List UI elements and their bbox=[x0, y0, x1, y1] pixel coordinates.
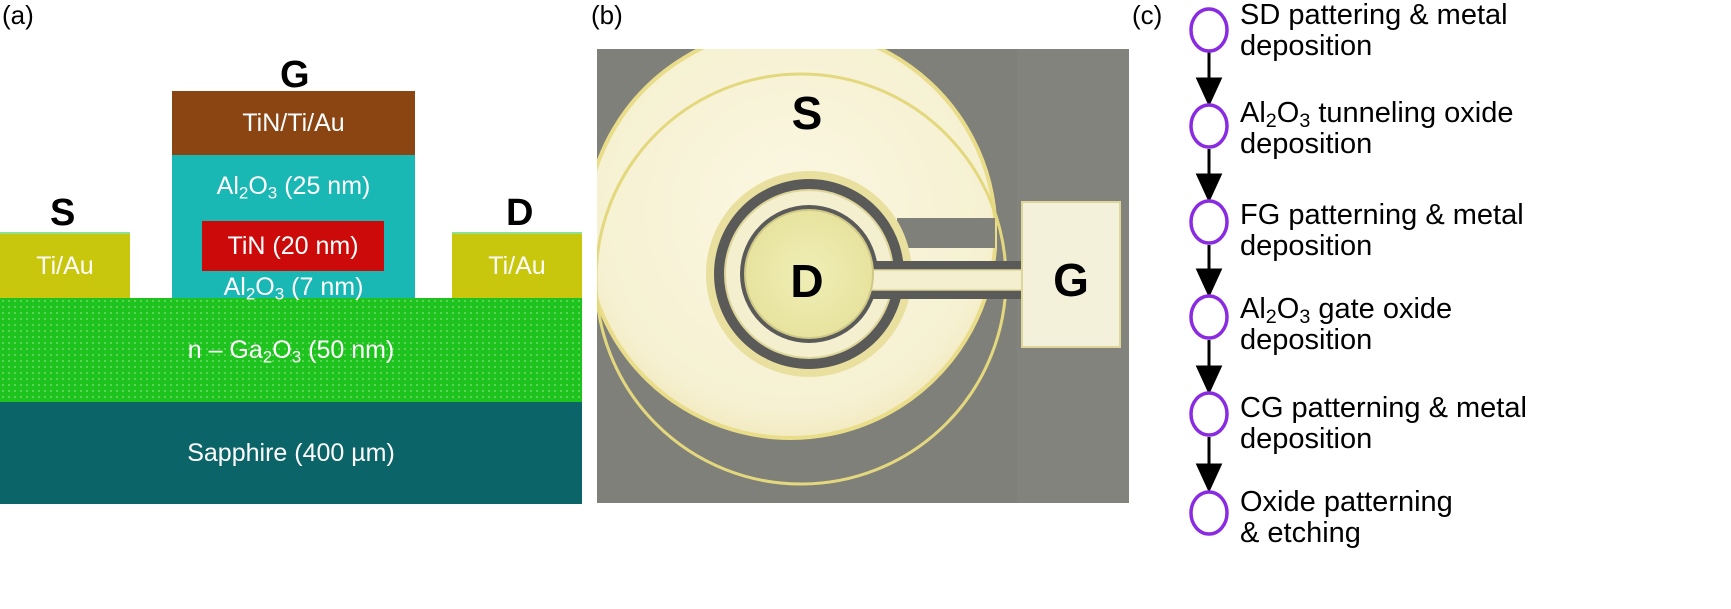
panel-a-label: (a) bbox=[2, 0, 34, 30]
panel-b-label: (b) bbox=[591, 0, 623, 30]
panel-c-label: (c) bbox=[1132, 0, 1163, 30]
flow-node-4 bbox=[1189, 294, 1229, 340]
micrograph-gate-label: G bbox=[1053, 254, 1089, 306]
drain-contact-layer: Ti/Au bbox=[452, 232, 582, 298]
substrate-label: Sapphire (400 µm) bbox=[187, 438, 395, 467]
flow-step-5: CG patterning & metal deposition bbox=[1240, 392, 1527, 455]
tunnel-oxide-label: Al2O3 (7 nm) bbox=[223, 272, 364, 303]
micrograph-source-label: S bbox=[792, 87, 823, 139]
micrograph-drain-label: D bbox=[790, 255, 823, 307]
gate-finger bbox=[868, 269, 1030, 291]
flow-step-1: SD pattering & metal deposition bbox=[1240, 0, 1508, 62]
flow-node-6 bbox=[1189, 490, 1229, 536]
ga2o3-channel-layer: n – Ga2O3 (50 nm) bbox=[0, 298, 582, 402]
flow-node-3 bbox=[1189, 199, 1229, 245]
source-metal-label: Ti/Au bbox=[36, 251, 94, 280]
drain-pad bbox=[744, 209, 874, 339]
gate-metal-label: TiN/Ti/Au bbox=[242, 108, 345, 137]
gate-metal-layer: TiN/Ti/Au bbox=[172, 91, 415, 155]
flow-step-6: Oxide patterning & etching bbox=[1240, 486, 1453, 549]
drain-metal-label: Ti/Au bbox=[488, 251, 546, 280]
floating-gate-label: TiN (20 nm) bbox=[227, 231, 359, 260]
process-flow-connectors bbox=[1189, 7, 1229, 536]
sapphire-substrate-layer: Sapphire (400 µm) bbox=[0, 402, 582, 504]
drain-terminal-label: D bbox=[506, 192, 534, 234]
flow-step-2: Al2O3 tunneling oxide deposition bbox=[1240, 97, 1514, 160]
gate-pad bbox=[1021, 201, 1121, 348]
source-contact-layer: Ti/Au bbox=[0, 232, 130, 298]
gate-terminal-label: G bbox=[280, 54, 310, 96]
flow-node-1 bbox=[1189, 7, 1229, 53]
floating-gate-layer: TiN (20 nm) bbox=[202, 221, 384, 271]
top-oxide-label: Al2O3 (25 nm) bbox=[216, 171, 371, 202]
flow-step-3: FG patterning & metal deposition bbox=[1240, 199, 1524, 262]
channel-label: n – Ga2O3 (50 nm) bbox=[187, 335, 395, 366]
flow-node-2 bbox=[1189, 103, 1229, 149]
device-micrograph: S D G bbox=[597, 49, 1129, 503]
flow-step-4: Al2O3 gate oxide deposition bbox=[1240, 293, 1453, 356]
flow-node-5 bbox=[1189, 391, 1229, 437]
source-terminal-label: S bbox=[50, 192, 76, 234]
